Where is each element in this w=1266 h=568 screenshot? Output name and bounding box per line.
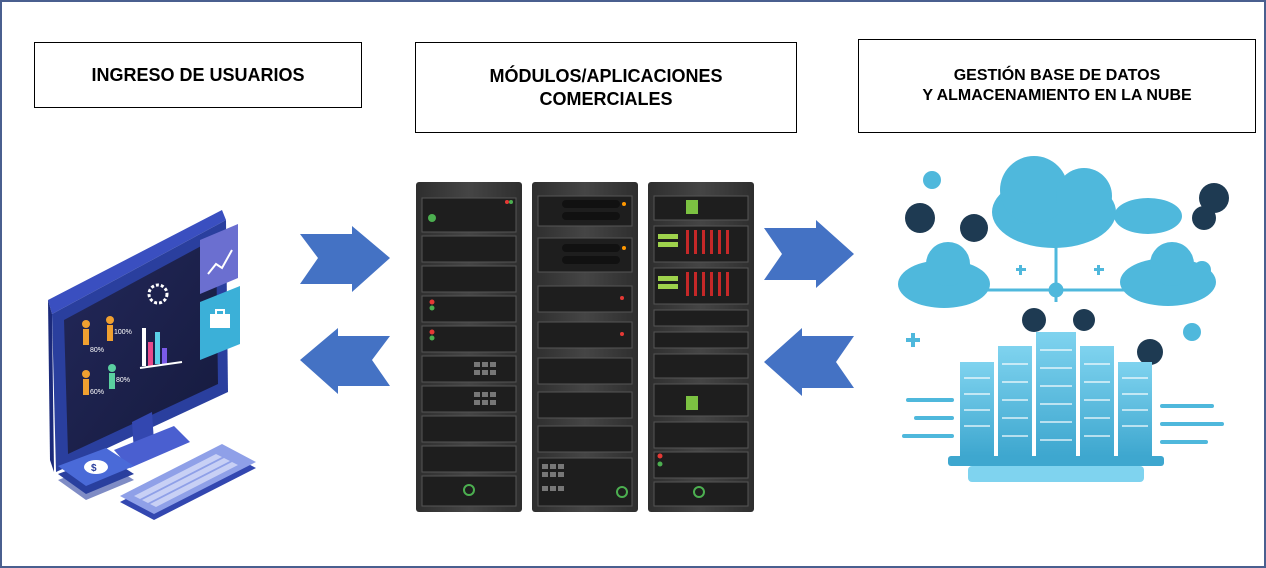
- pct-label-1: 80%: [90, 347, 104, 354]
- pct-label-4: 80%: [116, 377, 130, 384]
- arrow-right-icon: [764, 220, 854, 288]
- gear-icon: [905, 183, 1229, 365]
- server-rack-2: [532, 182, 638, 512]
- cloud-shape: [898, 156, 1216, 308]
- arrow-right-icon: [300, 226, 390, 292]
- database-label-box: GESTIÓN BASE DE DATOS Y ALMACENAMIENTO E…: [858, 39, 1256, 133]
- server-rack-3: [648, 182, 754, 512]
- modules-label: MÓDULOS/APLICACIONES COMERCIALES: [489, 66, 723, 109]
- arrow-left-icon: [300, 328, 390, 394]
- cloud-database-icon: [898, 156, 1229, 482]
- pct-label-3: 60%: [90, 389, 104, 396]
- database-label: GESTIÓN BASE DE DATOS Y ALMACENAMIENTO E…: [922, 67, 1192, 104]
- modules-label-box: MÓDULOS/APLICACIONES COMERCIALES: [415, 42, 797, 133]
- users-label: INGRESO DE USUARIOS: [91, 64, 305, 85]
- chart-tile-icon: [200, 224, 238, 294]
- keyboard-icon: [120, 444, 256, 520]
- arrow-left-icon: [764, 328, 854, 396]
- server-rack-1: [416, 182, 522, 512]
- users-label-box: INGRESO DE USUARIOS: [34, 42, 362, 108]
- money-icon: $: [58, 448, 134, 500]
- svg-text:$: $: [91, 463, 97, 474]
- dashboard-graphic: 80% 100% 60% 80%: [82, 283, 183, 396]
- database-towers: [948, 332, 1164, 482]
- pct-label-2: 100%: [114, 329, 132, 336]
- server-rack-icon: [416, 182, 754, 512]
- computer-icon: 80% 100% 60% 80% $: [48, 210, 256, 520]
- briefcase-tile-icon: [200, 286, 240, 360]
